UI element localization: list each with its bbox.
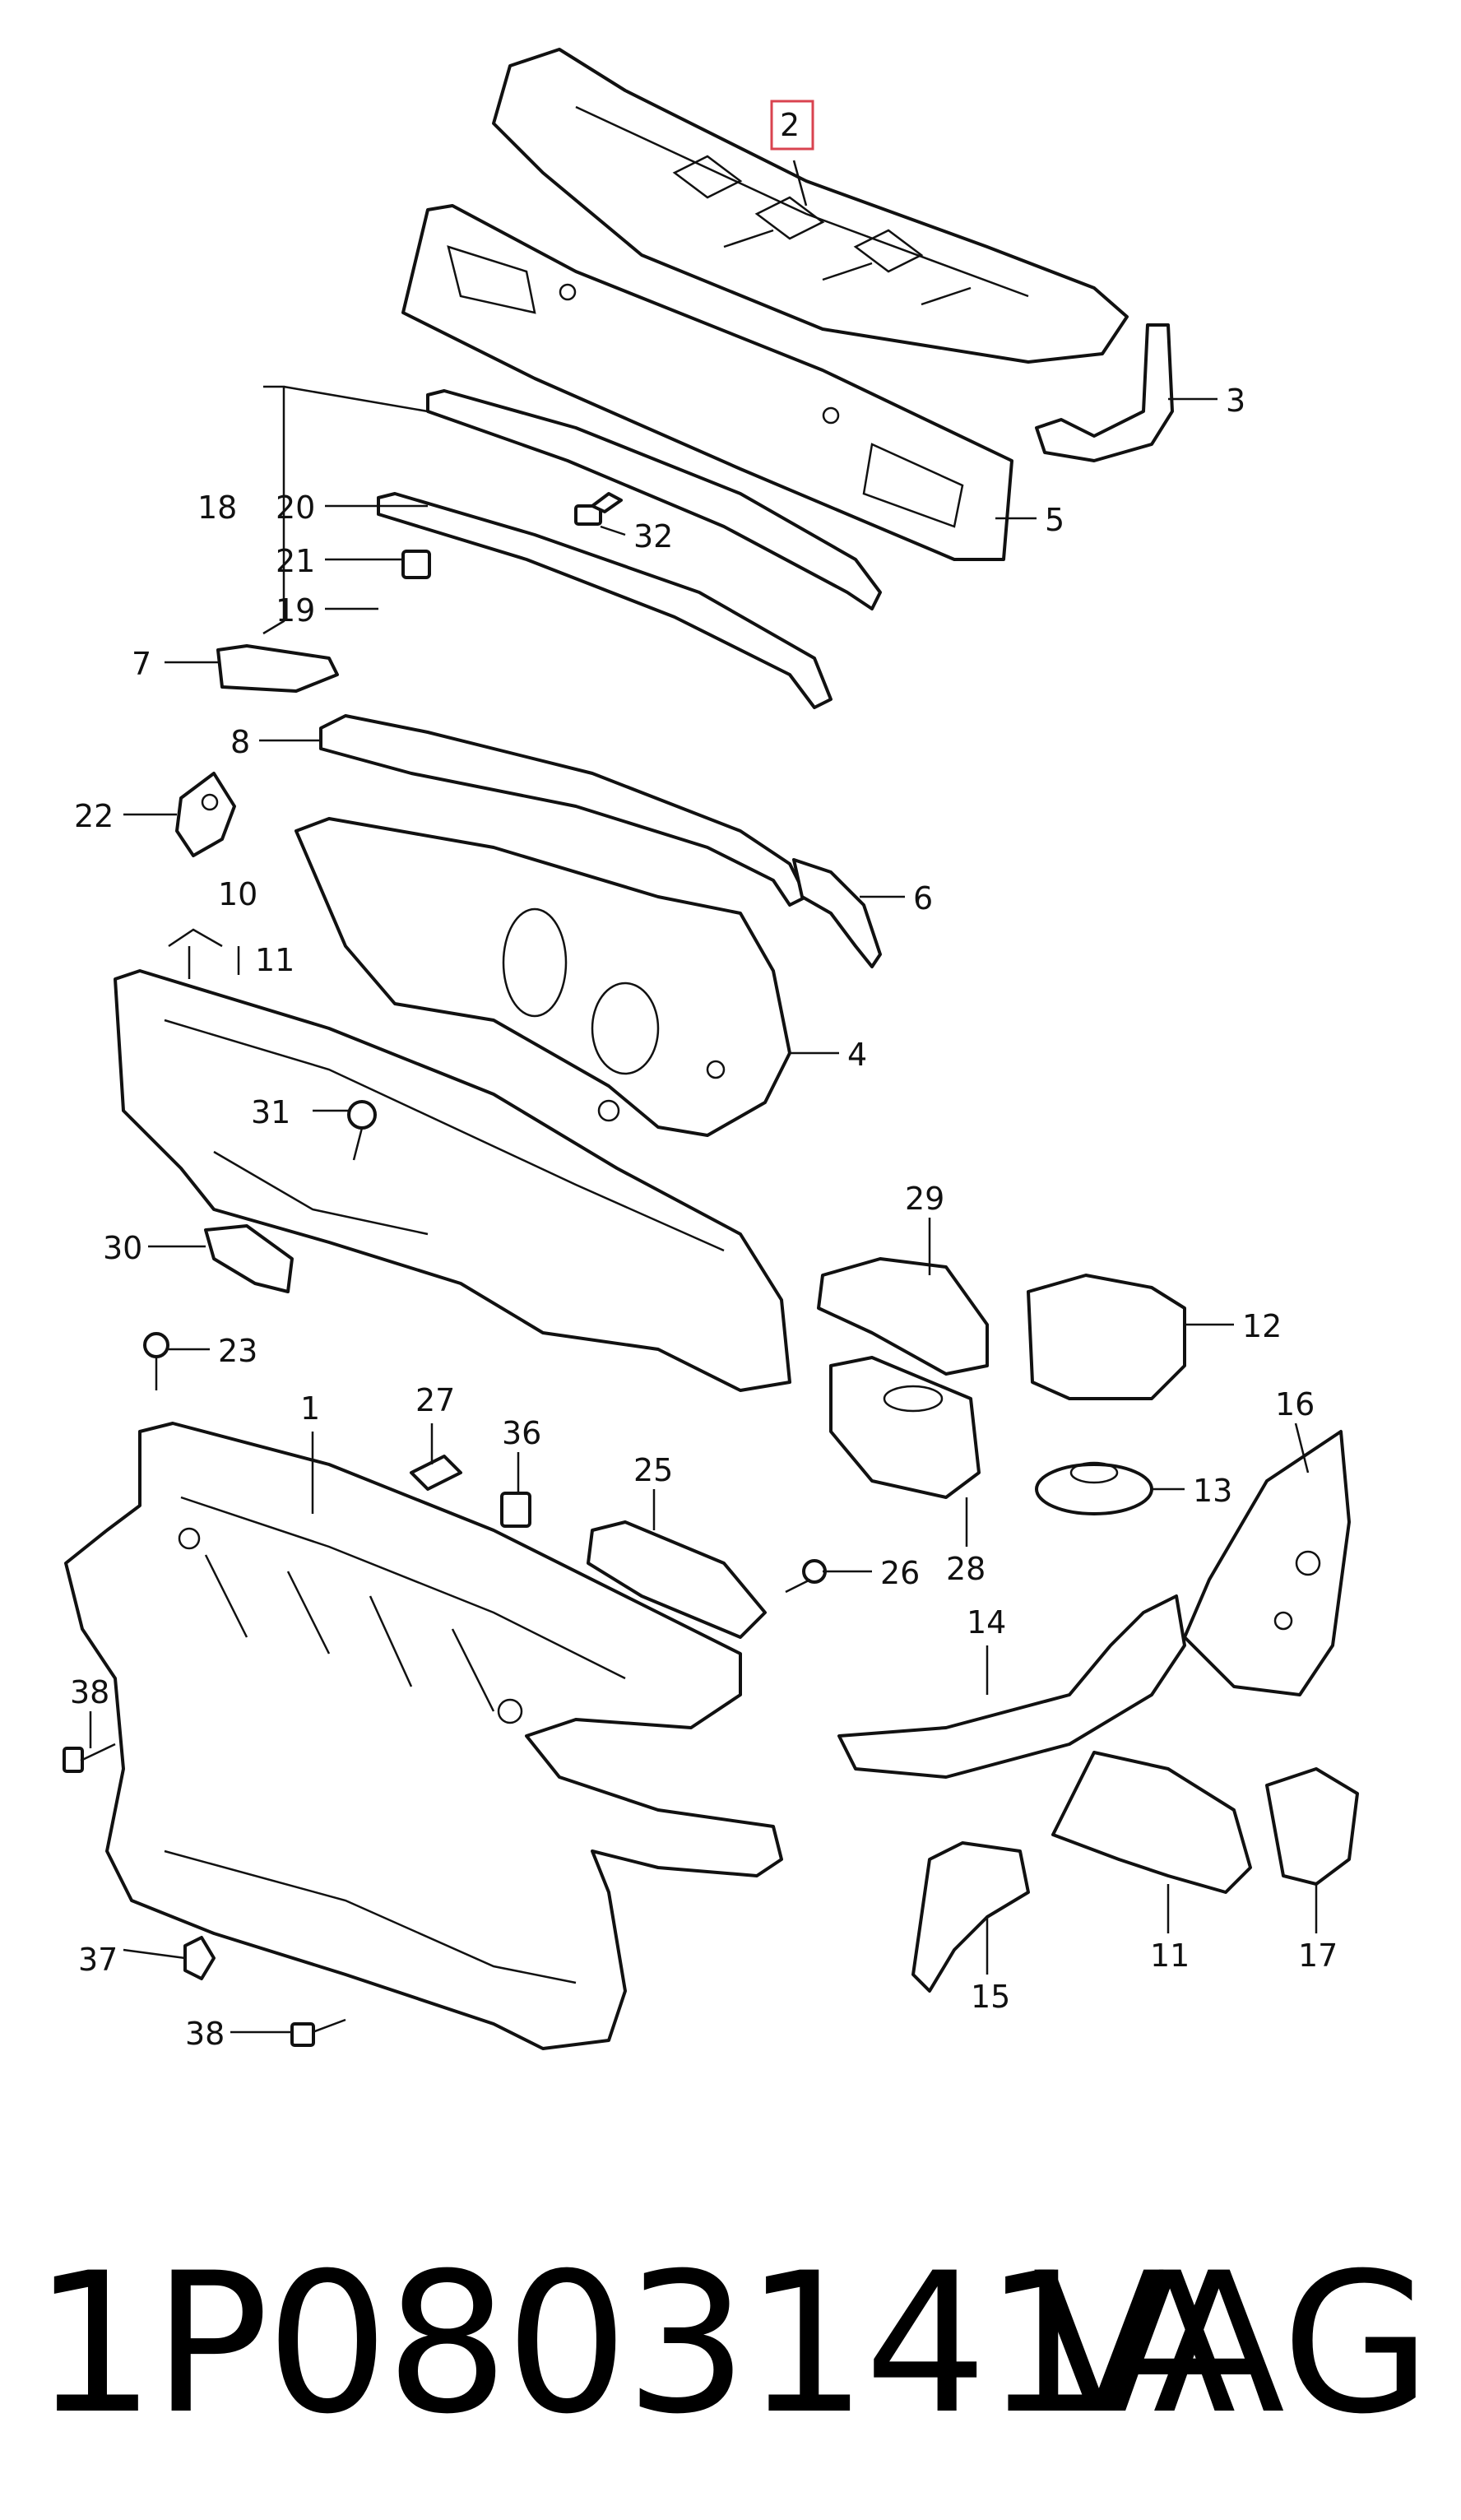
callout-4: 4 [847, 1037, 867, 1073]
callout-20: 20 [276, 490, 315, 526]
part-23-bolt [143, 1332, 169, 1390]
part-22-bracket [175, 772, 236, 857]
part-5-cowl-panel [401, 204, 1013, 561]
callout-5: 5 [1045, 502, 1064, 538]
callout-14: 14 [967, 1604, 1006, 1641]
callout-37: 37 [78, 1942, 118, 1978]
callout-8: 8 [230, 724, 250, 760]
part-36-clip [500, 1492, 531, 1528]
part-14-longitudinal-member [837, 1594, 1186, 1779]
part-21-nut [401, 550, 431, 579]
brand-name: VAG [1032, 2232, 1431, 2457]
leader-lines [89, 160, 1318, 2034]
callout-labels: 2 3 5 18 20 32 21 19 7 8 22 6 10 11 4 31… [70, 107, 1338, 2052]
part-26-bolt [785, 1559, 827, 1594]
footer: 1P0803141A VAG [33, 2221, 1431, 2468]
highlight-box-part-2 [770, 100, 814, 151]
part-6-bracket [792, 858, 882, 968]
callout-7: 7 [132, 646, 151, 682]
part-27-clip [410, 1455, 462, 1491]
part-16-wing-panel [1183, 1430, 1351, 1696]
callout-15: 15 [971, 1979, 1010, 2015]
part-38-bolt-upper [63, 1743, 116, 1773]
callout-32: 32 [633, 518, 673, 555]
callout-28: 28 [946, 1551, 986, 1587]
part-3-bracket [1035, 323, 1174, 462]
callout-30: 30 [103, 1230, 142, 1266]
callout-18: 18 [197, 490, 237, 526]
callout-2: 2 [780, 107, 800, 143]
part-11-wheel-housing [1051, 1751, 1252, 1894]
part-32-bolt [574, 492, 623, 526]
part-12-dome-cover [1027, 1274, 1186, 1400]
callout-36: 36 [502, 1415, 541, 1451]
callout-12: 12 [1242, 1308, 1282, 1344]
callout-29: 29 [905, 1181, 944, 1217]
part-30-bracket [204, 1224, 294, 1293]
part-31-bolt [347, 1100, 377, 1161]
part-2-plenum-cover [492, 48, 1129, 364]
part-number: 1P0803141A [33, 2232, 1236, 2457]
callout-1: 1 [300, 1390, 320, 1427]
part-25-duct [587, 1520, 767, 1639]
part-7-bracket [216, 644, 339, 693]
part-8-strip [319, 714, 808, 907]
part-29-duct [817, 1257, 989, 1376]
callout-38-lower: 38 [185, 2016, 225, 2052]
callout-3: 3 [1226, 383, 1245, 419]
part-28-air-intake [829, 1356, 981, 1499]
callout-31: 31 [251, 1094, 290, 1130]
callout-13: 13 [1193, 1473, 1232, 1509]
part-1-lock-carrier [64, 1422, 783, 2050]
part-15-bracket [911, 1841, 1030, 1993]
callout-38-upper: 38 [70, 1674, 109, 1710]
callout-26: 26 [880, 1555, 920, 1591]
part-17-bracket [1265, 1767, 1359, 1886]
callout-17: 17 [1298, 1938, 1338, 1974]
callout-10: 10 [218, 876, 257, 912]
part-4-bulkhead [295, 817, 791, 1137]
callout-19: 19 [276, 592, 315, 629]
callout-23: 23 [218, 1333, 257, 1369]
part-37-clip [183, 1936, 216, 1980]
callout-11-top: 11 [255, 942, 295, 978]
callout-21: 21 [276, 543, 315, 579]
callout-11-bottom: 11 [1150, 1938, 1190, 1974]
callout-22: 22 [74, 798, 114, 834]
exploded-parts-diagram: 2 3 5 18 20 32 21 19 7 8 22 6 10 11 4 31… [63, 48, 1359, 2052]
part-13-strut-mount [1035, 1461, 1153, 1515]
part-20-seal [426, 389, 882, 610]
callout-27: 27 [415, 1382, 455, 1418]
callout-25: 25 [633, 1452, 673, 1488]
callout-6: 6 [913, 880, 933, 917]
part-19-seal [377, 492, 833, 709]
part-10-insulation [114, 969, 791, 1392]
part-38-bolt-lower [290, 2018, 346, 2047]
callout-16: 16 [1275, 1386, 1315, 1422]
